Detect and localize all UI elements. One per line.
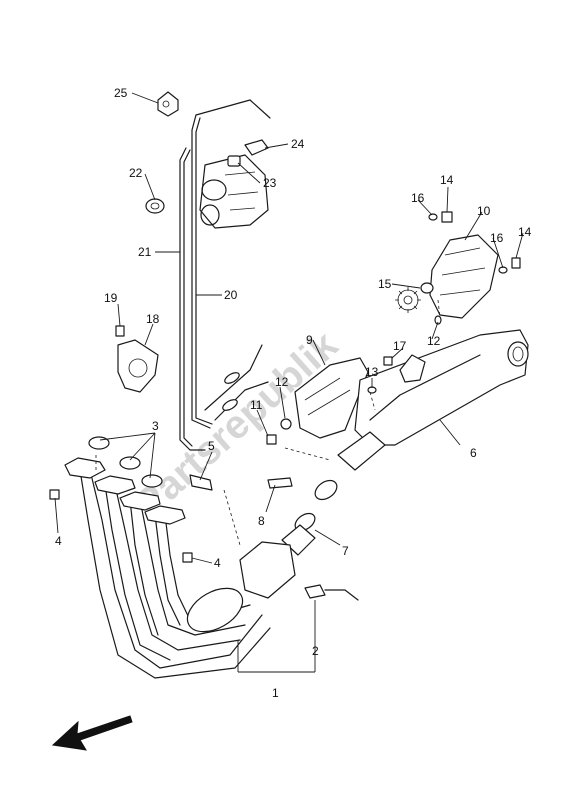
callout-15: 15 — [378, 277, 392, 291]
bolt-14-right[interactable] — [511, 257, 521, 269]
exhaust-servo-motor[interactable] — [199, 154, 269, 229]
pulley-cover-23[interactable] — [227, 155, 241, 167]
clamp-joint-7[interactable] — [281, 477, 340, 556]
leader-lines — [54, 92, 524, 673]
callout-14-left: 14 — [440, 173, 454, 187]
exhaust-header-1[interactable] — [79, 469, 296, 679]
bolt-19[interactable] — [115, 325, 125, 337]
heat-protector-9[interactable] — [294, 357, 369, 439]
servo-cable-21[interactable] — [179, 147, 206, 451]
callout-12-left: 12 — [275, 375, 289, 389]
callout-4-right: 4 — [214, 556, 221, 570]
cable-bracket-25[interactable] — [157, 91, 179, 117]
stud-bolt-5[interactable] — [189, 474, 213, 491]
bolt-17[interactable] — [383, 356, 393, 366]
callout-14-right: 14 — [518, 225, 532, 239]
muffler-bracket[interactable] — [399, 354, 426, 383]
callout-21: 21 — [138, 245, 152, 259]
callout-8: 8 — [258, 514, 265, 528]
grommet-22[interactable] — [145, 198, 165, 214]
bolt-11[interactable] — [266, 434, 277, 445]
callout-9: 9 — [306, 333, 313, 347]
callout-17: 17 — [393, 339, 407, 353]
callout-10: 10 — [477, 204, 491, 218]
callout-22: 22 — [129, 166, 143, 180]
callout-20: 20 — [224, 288, 238, 302]
callout-16-left: 16 — [411, 191, 425, 205]
muffler-6[interactable] — [337, 329, 529, 471]
callout-5: 5 — [208, 439, 215, 453]
callout-24: 24 — [291, 137, 305, 151]
washer-12-right[interactable] — [434, 315, 442, 325]
callout-13: 13 — [365, 365, 379, 379]
washer-12-left[interactable] — [280, 418, 292, 430]
grommet-15[interactable] — [420, 282, 434, 294]
servo-cable-20[interactable] — [191, 99, 271, 429]
assembly-lines — [95, 299, 441, 546]
callout-2: 2 — [312, 644, 319, 658]
gear-icon — [395, 287, 421, 313]
callout-18: 18 — [146, 312, 160, 326]
callout-23: 23 — [263, 176, 277, 190]
callout-16-right: 16 — [490, 231, 504, 245]
header-gaskets-3[interactable] — [88, 436, 163, 488]
callout-1: 1 — [272, 686, 279, 700]
bolt-24[interactable] — [244, 139, 269, 156]
nut-4-right[interactable] — [182, 552, 193, 563]
callout-labels: 1 2 3 4 4 5 6 7 8 9 10 11 12 12 13 14 14… — [55, 86, 532, 700]
callout-3: 3 — [152, 419, 159, 433]
bolt-14-left[interactable] — [441, 211, 453, 223]
valve-cable-end[interactable] — [204, 344, 269, 421]
muffler-cover-10[interactable] — [429, 234, 499, 319]
callout-4-left: 4 — [55, 534, 62, 548]
front-direction-arrow-icon — [51, 715, 133, 751]
callout-19: 19 — [104, 291, 118, 305]
callout-12-right: 12 — [427, 334, 441, 348]
header-flanges[interactable] — [64, 457, 186, 525]
callout-25: 25 — [114, 86, 128, 100]
nut-4-left[interactable] — [49, 489, 60, 500]
o2-sensor-2[interactable] — [304, 584, 359, 601]
gasket-18[interactable] — [117, 339, 159, 393]
callout-6: 6 — [470, 446, 477, 460]
callout-7: 7 — [342, 544, 349, 558]
bolt-8[interactable] — [267, 477, 293, 489]
callout-11: 11 — [250, 398, 263, 412]
washer-16-left[interactable] — [428, 213, 438, 221]
